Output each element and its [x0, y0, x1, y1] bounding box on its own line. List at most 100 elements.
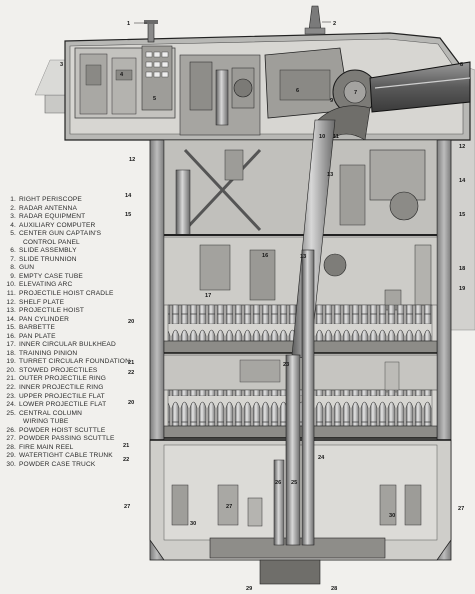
lower-projectile-flat — [163, 389, 438, 439]
legend-number: 3. — [10, 213, 16, 221]
legend-number: 14. — [6, 315, 16, 323]
callout-22a: 22 — [128, 370, 134, 376]
legend-item: 23.UPPER PROJECTILE FLAT — [3, 393, 153, 402]
callout-2: 2 — [333, 21, 336, 27]
callout-15a: 15 — [125, 212, 131, 218]
legend-label: STOWED PROJECTILES — [19, 366, 98, 374]
callout-14a: 14 — [125, 193, 132, 199]
callout-17: 17 — [205, 293, 211, 299]
legend-number: 25. — [6, 409, 16, 417]
callout-26: 26 — [275, 480, 281, 486]
legend-number: 5. — [10, 230, 16, 238]
legend-label: GUN — [19, 264, 35, 272]
legend-item: 20.STOWED PROJECTILES — [3, 367, 153, 376]
callout-8: 8 — [460, 62, 463, 68]
legend-item: 21.OUTER PROJECTILE RING — [3, 375, 153, 384]
legend-label: TURRET CIRCULAR FOUNDATION — [19, 358, 130, 366]
legend-label: EMPTY CASE TUBE — [19, 272, 83, 280]
callout-7: 7 — [354, 90, 357, 96]
legend-item: 3.RADAR EQUIPMENT — [3, 213, 153, 222]
callout-27b: 27 — [226, 504, 232, 510]
legend-item: 9.EMPTY CASE TUBE — [3, 273, 153, 282]
legend-label: SLIDE ASSEMBLY — [19, 247, 77, 255]
legend-number: 7. — [10, 255, 16, 263]
legend-number: 29. — [6, 452, 16, 460]
legend-number: 16. — [6, 332, 16, 340]
callout-13b: 13 — [300, 254, 306, 260]
legend-number: 20. — [6, 366, 16, 374]
legend-label: LOWER PROJECTILE FLAT — [19, 401, 107, 409]
legend-item: 8.GUN — [3, 264, 153, 273]
callout-12a: 12 — [129, 157, 135, 163]
callout-20a: 20 — [128, 319, 134, 325]
legend-item: 22.INNER PROJECTILE RING — [3, 384, 153, 393]
legend-label: BARBETTE — [19, 324, 56, 332]
legend-number: 21. — [6, 375, 16, 383]
legend-number: 22. — [6, 384, 16, 392]
legend-number: 18. — [6, 349, 16, 357]
legend-label: POWDER PASSING SCUTTLE — [19, 435, 115, 443]
legend-item: 30.POWDER CASE TRUCK — [3, 461, 153, 470]
legend-label: TRAINING PINION — [19, 349, 78, 357]
legend-number: 12. — [6, 298, 16, 306]
callout-25: 25 — [291, 480, 297, 486]
legend-label: RIGHT PERISCOPE — [19, 196, 82, 203]
legend-number: 11. — [6, 290, 16, 298]
callout-15b: 15 — [459, 212, 465, 218]
legend-label: INNER PROJECTILE RING — [19, 384, 104, 392]
legend-number: 17. — [6, 341, 16, 349]
legend-item: 24.LOWER PROJECTILE FLAT — [3, 401, 153, 410]
legend-item: 14.PAN CYLINDER — [3, 316, 153, 325]
legend-item: 19.TURRET CIRCULAR FOUNDATION — [3, 358, 153, 367]
legend-item: 15.BARBETTE — [3, 324, 153, 333]
legend-number: 19. — [6, 358, 16, 366]
legend-number: 10. — [6, 281, 16, 289]
legend-label: OUTER PROJECTILE RING — [19, 375, 107, 383]
callout-14b: 14 — [459, 178, 466, 184]
legend-label: POWDER CASE TRUCK — [19, 460, 96, 468]
legend-item: 29.WATERTIGHT CABLE TRUNK — [3, 452, 153, 461]
powder-handling-room — [149, 439, 452, 585]
legend-item: 10.ELEVATING ARC — [3, 281, 153, 290]
legend-label: POWDER HOIST SCUTTLE — [19, 426, 106, 434]
legend-label: WATERTIGHT CABLE TRUNK — [19, 452, 113, 460]
legend-label: SLIDE TRUNNION — [19, 255, 77, 263]
legend-label: RADAR ANTENNA — [19, 204, 78, 212]
legend-item: 13.PROJECTILE HOIST — [3, 307, 153, 316]
callout-10: 10 — [319, 134, 325, 140]
gun-house — [64, 5, 471, 141]
callout-28: 28 — [331, 586, 337, 592]
legend-label: PROJECTILE HOIST — [19, 307, 85, 315]
legend-number: 27. — [6, 435, 16, 443]
legend-label: INNER CIRCULAR BULKHEAD — [19, 341, 116, 349]
legend-label: PAN PLATE — [19, 332, 56, 340]
legend-number: 28. — [6, 443, 16, 451]
pan-zone — [163, 139, 438, 236]
central-hoist-tubes — [273, 119, 336, 546]
legend-item: 5.CENTER GUN CAPTAIN'S CONTROL PANEL — [3, 230, 153, 247]
legend-label: CENTER GUN CAPTAIN'S CONTROL PANEL — [19, 230, 102, 246]
legend-number: 8. — [10, 264, 16, 272]
callout-18: 18 — [459, 266, 465, 272]
callout-12b: 12 — [459, 144, 465, 150]
callout-3: 3 — [60, 62, 63, 68]
callout-22b: 22 — [123, 457, 129, 463]
callout-11: 11 — [333, 134, 339, 140]
legend-number: 15. — [6, 324, 16, 332]
legend-label: RADAR EQUIPMENT — [19, 213, 86, 221]
callout-24: 24 — [318, 455, 325, 461]
legend-item: 12.SHELF PLATE — [3, 299, 153, 308]
legend-item: 28.FIRE MAIN REEL — [3, 444, 153, 453]
legend-item: 2.RADAR ANTENNA — [3, 205, 153, 214]
legend-number: 6. — [10, 247, 16, 255]
callout-13a: 13 — [327, 172, 333, 178]
legend-number: 23. — [6, 392, 16, 400]
legend-label: SHELF PLATE — [19, 298, 65, 306]
callout-30a: 30 — [190, 521, 196, 527]
callout-6: 6 — [296, 88, 299, 94]
legend-item: 11.PROJECTILE HOIST CRADLE — [3, 290, 153, 299]
callout-21a: 21 — [128, 360, 134, 366]
callout-27c: 27 — [458, 506, 464, 512]
legend-number: 2. — [10, 204, 16, 212]
